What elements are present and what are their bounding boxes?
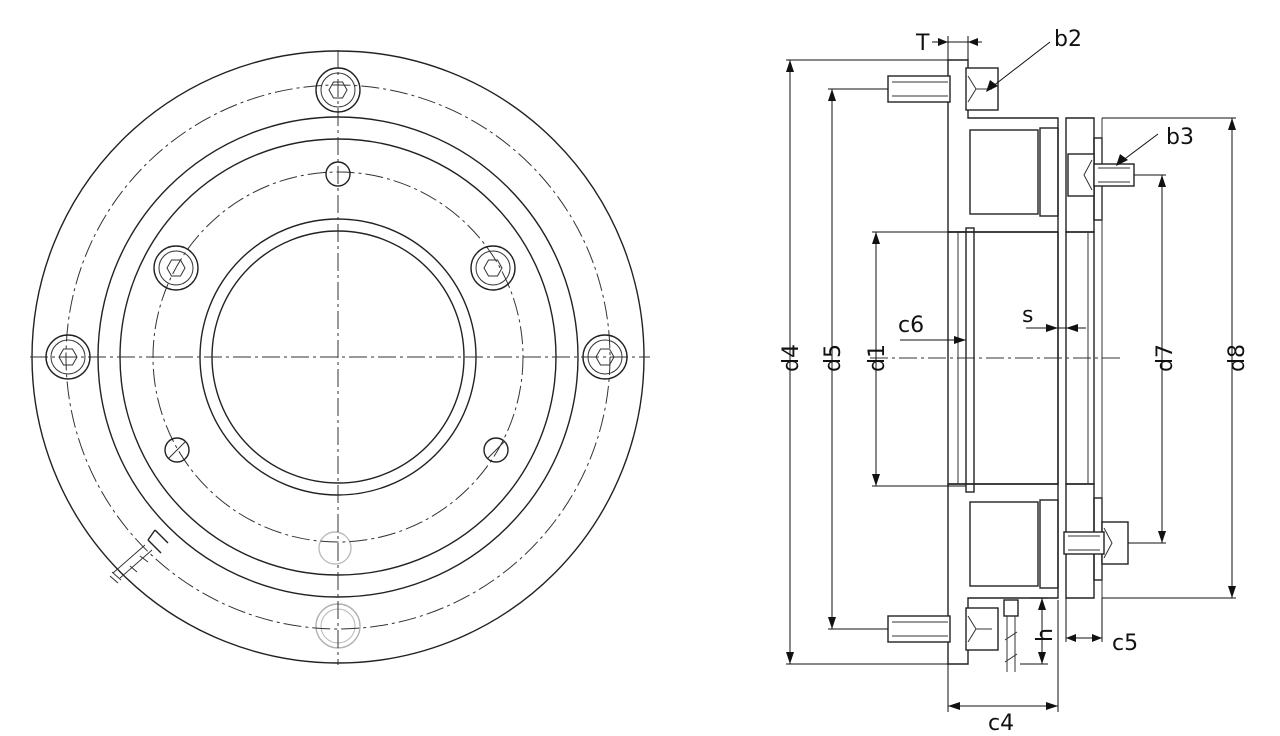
inner-bolt-upper-left bbox=[153, 245, 199, 291]
label-d1: d1 bbox=[865, 344, 890, 372]
outer-bolt-bottom bbox=[315, 603, 361, 649]
outer-bolt-top bbox=[315, 67, 361, 113]
bolt-b2-lower bbox=[887, 607, 999, 651]
inner-bolt-upper-right bbox=[470, 245, 516, 291]
cable-connector bbox=[109, 529, 169, 584]
bolt-b2-upper bbox=[887, 67, 999, 111]
dimension-labels: T b2 b3 c6 s c5 c4 d4 d5 d1 d7 d8 h bbox=[779, 27, 1250, 736]
lining-upper bbox=[1039, 127, 1059, 217]
label-d8: d8 bbox=[1225, 344, 1250, 372]
label-c4: c4 bbox=[988, 711, 1014, 736]
housing-upper bbox=[947, 59, 1059, 233]
label-b3: b3 bbox=[1166, 125, 1194, 150]
outer-bolt-right bbox=[582, 334, 628, 380]
groove-ring bbox=[965, 227, 975, 493]
label-b2: b2 bbox=[1054, 27, 1082, 52]
bolt-b3-lower bbox=[1063, 521, 1129, 565]
label-c5: c5 bbox=[1112, 631, 1138, 656]
section-view bbox=[870, 59, 1135, 672]
front-view bbox=[30, 50, 650, 665]
small-hole-top bbox=[325, 161, 351, 187]
small-hole-bottom bbox=[318, 531, 352, 565]
label-d4: d4 bbox=[779, 344, 804, 372]
label-T: T bbox=[915, 31, 930, 56]
small-hole-lower-right bbox=[483, 437, 509, 463]
dimensions bbox=[786, 36, 1236, 712]
section-cable bbox=[1003, 599, 1019, 672]
label-d5: d5 bbox=[821, 344, 846, 372]
label-d7: d7 bbox=[1153, 344, 1178, 372]
outer-bolt-left bbox=[45, 334, 91, 380]
coil-upper bbox=[969, 129, 1039, 215]
lining-lower bbox=[1039, 499, 1059, 589]
small-hole-lower-left bbox=[164, 437, 190, 463]
leader-b2 bbox=[987, 41, 1051, 91]
label-c6: c6 bbox=[898, 313, 924, 338]
label-h: h bbox=[1033, 628, 1058, 642]
coil-lower bbox=[969, 501, 1039, 587]
bolt-b3-upper bbox=[1067, 153, 1135, 197]
label-s: s bbox=[1022, 303, 1033, 328]
